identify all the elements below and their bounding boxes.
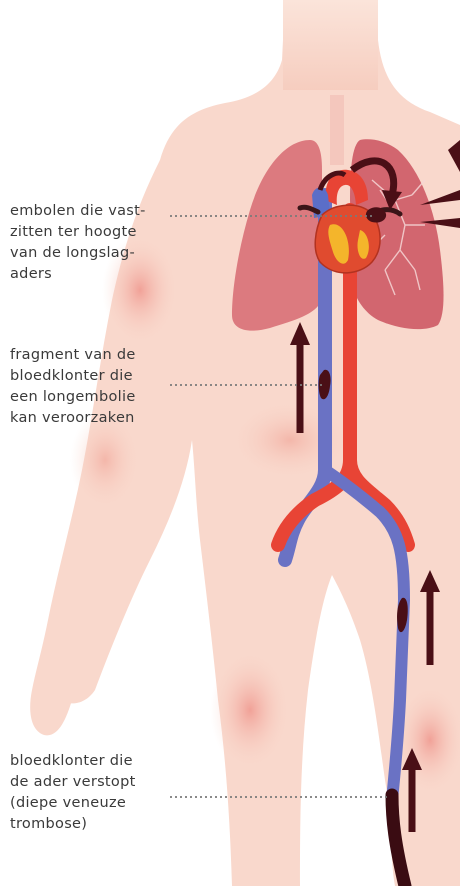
label-line: zitten ter hoogte [10, 222, 146, 243]
trachea [330, 95, 344, 165]
label-line: van de longslag- [10, 243, 146, 264]
label-line: (diepe veneuze [10, 793, 136, 814]
label-clot-fragment: fragment van de bloedklonter die een lon… [10, 345, 136, 429]
label-deep-vein-thrombosis: bloedklonter die de ader verstopt (diepe… [10, 751, 136, 835]
label-line: aders [10, 264, 146, 285]
label-line: fragment van de [10, 345, 136, 366]
label-line: trombose) [10, 814, 136, 835]
label-line: een longembolie [10, 387, 136, 408]
lung-clot [366, 207, 386, 222]
label-line: bloedklonter die [10, 751, 136, 772]
label-line: bloedklonter die [10, 366, 136, 387]
neck [283, 0, 378, 90]
hip-shading-left [210, 650, 290, 770]
label-line: de ader verstopt [10, 772, 136, 793]
label-pulmonary-embolism: embolen die vast- zitten ter hoogte van … [10, 201, 146, 285]
label-line: embolen die vast- [10, 201, 146, 222]
label-line: kan veroorzaken [10, 408, 136, 429]
